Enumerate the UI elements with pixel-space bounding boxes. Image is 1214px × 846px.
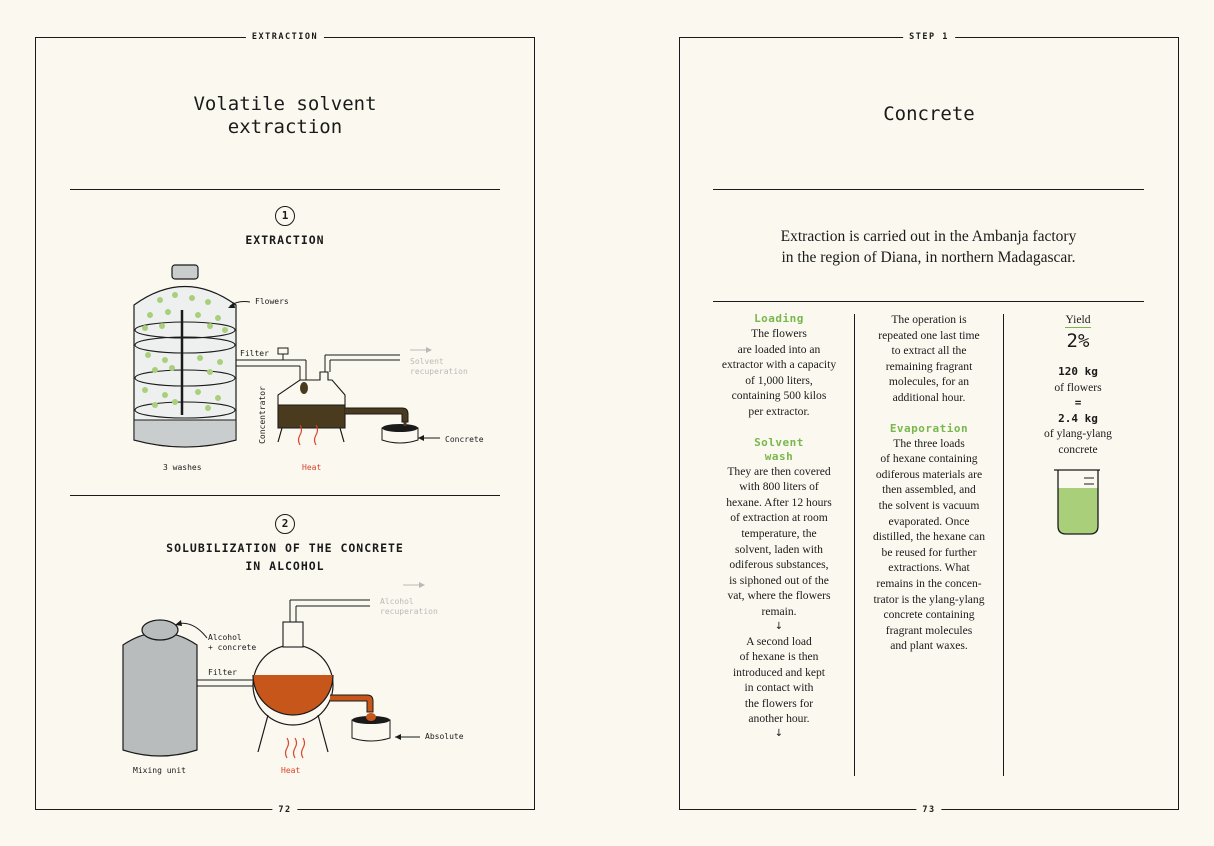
section2-number: 2	[275, 514, 295, 534]
right-header-label: STEP 1	[903, 32, 955, 42]
equals-sign: =	[1074, 396, 1082, 410]
left-title-line2: extraction	[227, 115, 343, 138]
left-title-line1: Volatile solvent	[193, 93, 377, 115]
solvent-wash-heading: Solvent wash	[754, 435, 804, 463]
yield-value: 2%	[1066, 330, 1090, 352]
beaker-icon	[1054, 469, 1100, 535]
label-concrete: Concrete	[445, 435, 484, 444]
section1-number: 1	[275, 206, 295, 226]
left-rule-top	[70, 189, 500, 190]
left-page-title: Volatile solvent extraction	[70, 93, 500, 139]
concrete-text: of ylang-ylang concrete	[1044, 427, 1112, 456]
yield-label: Yield	[1065, 313, 1091, 328]
flowers-text: of flowers	[1054, 380, 1102, 394]
flowers-amount: 120 kg	[1058, 365, 1098, 378]
column-yield: Yield 2% 120 kg of flowers = 2.4 kg of y…	[1010, 312, 1146, 458]
right-page-number: 73	[916, 805, 942, 815]
right-page-title: Concrete	[883, 103, 975, 125]
left-page-number: 72	[272, 805, 298, 815]
label-alcohol-recuperation: Alcohol recuperation	[380, 597, 438, 616]
right-rule-top	[713, 189, 1144, 190]
column-divider-1	[854, 314, 855, 776]
label-alcohol-concrete: Alcohol + concrete	[208, 633, 257, 652]
label-absolute: Absolute	[425, 732, 464, 741]
concrete-amount: 2.4 kg	[1058, 411, 1098, 425]
label-filter-2: Filter	[208, 668, 237, 677]
label-flowers: Flowers	[255, 297, 289, 306]
intro-text: Extraction is carried out in the Ambanja…	[780, 228, 1077, 266]
section2-heading: SOLUBILIZATION OF THE CONCRETE IN ALCOHO…	[166, 541, 404, 574]
column-operation: The operation is repeated one last time …	[861, 312, 997, 654]
label-solvent-recuperation: Solvent recuperation	[410, 357, 468, 376]
label-heat-1: Heat	[302, 463, 322, 472]
column-divider-2	[1003, 314, 1004, 776]
extraction-diagram	[133, 264, 440, 448]
label-concentrator: Concentrator	[257, 386, 267, 444]
left-header-label: EXTRACTION	[245, 32, 325, 42]
loading-heading: Loading	[754, 312, 804, 325]
right-rule-middle	[713, 301, 1144, 302]
label-washes: 3 washes	[163, 463, 202, 472]
section1-heading: EXTRACTION	[245, 233, 325, 247]
label-mixing-unit: Mixing unit	[133, 766, 186, 775]
solubilization-diagram	[122, 582, 425, 759]
evaporation-heading: Evaporation	[889, 421, 969, 435]
down-arrow-icon: ↓	[774, 728, 784, 740]
down-arrow-icon: ↓	[774, 620, 784, 632]
label-filter-1: Filter	[240, 349, 269, 358]
left-rule-middle	[70, 495, 500, 496]
column-loading: Loading The flowers are loaded into an e…	[712, 312, 846, 741]
label-heat-2: Heat	[281, 766, 301, 775]
